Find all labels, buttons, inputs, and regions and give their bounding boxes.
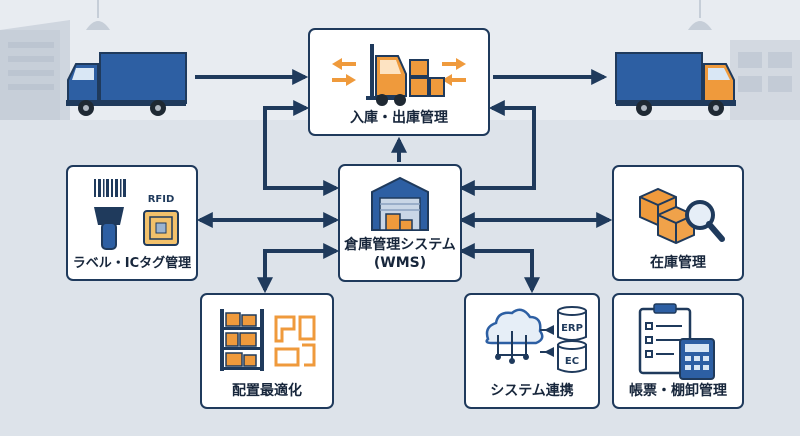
arrow-wms-integration: [458, 243, 540, 294]
node-inbound-outbound: 入庫・出庫管理: [308, 28, 490, 136]
shelf-layout-icon: [220, 309, 316, 371]
forklift-icon: [332, 44, 466, 106]
node-wms: 倉庫管理システム (WMS): [338, 164, 462, 282]
node-inventory-label: 在庫管理: [650, 255, 706, 271]
erp-icon-text: ERP: [561, 323, 583, 334]
node-labels-ic-tags: RFID ラベル・ICタグ管理: [66, 165, 198, 281]
node-wms-label-line1: 倉庫管理システム: [344, 237, 456, 253]
inbound-truck-icon: [66, 52, 187, 116]
node-system-integration-label: システム連携: [490, 383, 574, 399]
ec-icon-text: EC: [565, 356, 579, 367]
arrow-left-loop: [263, 100, 340, 196]
node-labels-ic-tags-label: ラベル・ICタグ管理: [72, 256, 192, 271]
arrow-right-loop: [458, 100, 536, 196]
cloud-erp-ec-icon: ERP EC: [485, 306, 587, 373]
warehouse-icon: [371, 176, 429, 231]
node-forms-stocktaking-label: 帳票・棚卸管理: [629, 383, 727, 399]
outbound-truck-icon: [615, 52, 736, 116]
node-inbound-outbound-label: 入庫・出庫管理: [350, 110, 448, 126]
arrow-wms-layout: [257, 243, 340, 294]
inventory-search-icon: [639, 187, 725, 245]
node-layout-optimization: 配置最適化: [200, 293, 334, 409]
node-wms-label-line2: (WMS): [373, 255, 427, 271]
barcode-scanner-rfid-icon: RFID: [94, 179, 179, 250]
node-system-integration: ERP EC システム連携: [464, 293, 600, 409]
node-inventory: 在庫管理: [612, 165, 744, 281]
clipboard-calculator-icon: [638, 303, 715, 380]
node-forms-stocktaking: 帳票・棚卸管理: [612, 293, 744, 409]
node-layout-optimization-label: 配置最適化: [232, 383, 302, 399]
rfid-icon-text: RFID: [148, 194, 175, 205]
